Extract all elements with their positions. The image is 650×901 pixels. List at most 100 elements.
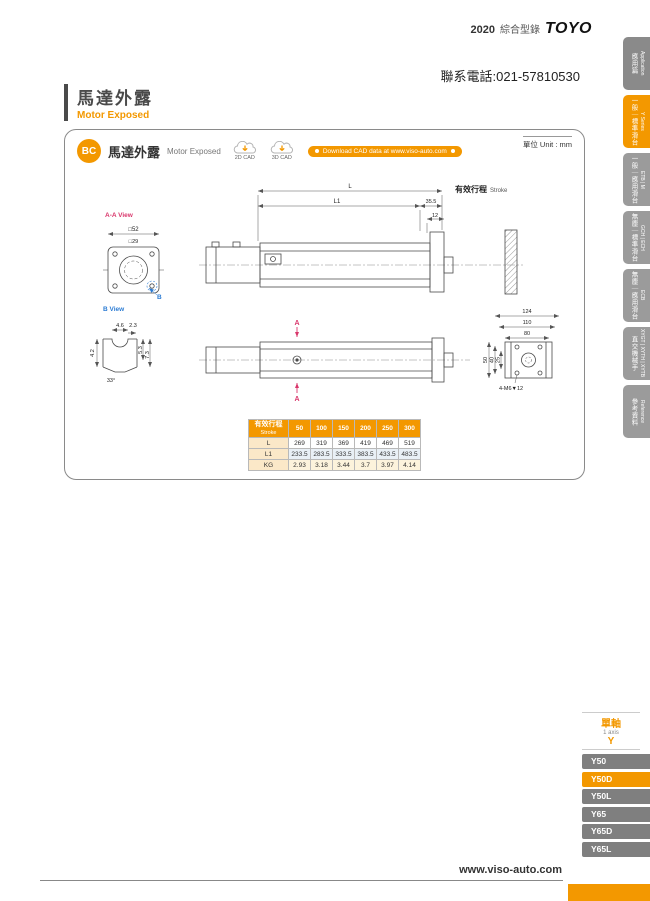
table-row: KG 2.93 3.18 3.44 3.7 3.97 4.14	[248, 459, 421, 471]
pill-dot-icon	[450, 149, 455, 153]
pill-dot-icon	[314, 149, 319, 153]
section-badge: BC	[77, 139, 101, 163]
table-col-header: 200	[354, 419, 377, 438]
tab-label: 無塵｜標準滑台	[630, 213, 637, 262]
aa-view-label: A-A View	[105, 212, 134, 219]
model-list: Y50 Y50D Y50L Y65 Y65D Y65L	[582, 754, 650, 857]
cad-3d-item[interactable]: 3D CAD	[269, 141, 295, 161]
sidebar-tab-gch-ech[interactable]: 無塵｜標準滑台 GCH | ECH	[623, 211, 650, 264]
model-button-y50[interactable]: Y50	[582, 754, 650, 769]
table-col-header: 100	[310, 419, 333, 438]
axis-series-key: Y	[582, 736, 640, 750]
model-button-y65[interactable]: Y65	[582, 806, 650, 822]
table-cell: 3.18	[310, 459, 333, 471]
stroke-header-en: Stroke	[260, 429, 277, 436]
dim-110: 110	[523, 320, 532, 326]
dim-35-5: 35.5	[426, 199, 437, 205]
table-cell: 383.5	[354, 448, 377, 460]
stroke-dimension-table: 有效行程 Stroke 50 100 150 200 250 300 L 269…	[248, 419, 421, 471]
side-view-drawing	[199, 337, 470, 383]
download-cad-text: Download CAD data at www.viso-auto.com	[322, 147, 447, 155]
dim-L: L	[348, 184, 352, 190]
table-cell: 283.5	[310, 448, 333, 460]
model-button-y65l[interactable]: Y65L	[582, 841, 650, 857]
sidebar-tab-xy-robot[interactable]: 直交機械手 XYGT | XYTH | XYTB	[623, 327, 650, 380]
tab-label: 應用篇	[630, 53, 637, 74]
dim-4-6: 4.6	[116, 323, 124, 329]
dim-40: 40	[490, 357, 496, 363]
dim-7-3: 7.3	[145, 351, 151, 359]
end-view-dimension-lines	[487, 314, 559, 384]
row-label: KG	[248, 459, 289, 471]
dim-80: 80	[524, 331, 530, 337]
aa-view-dimension-lines	[108, 232, 159, 296]
page-subtitle: Motor Exposed	[77, 110, 150, 121]
sidebar-tab-reference[interactable]: 參考資料 Reference	[623, 385, 650, 438]
model-button-y50l[interactable]: Y50L	[582, 789, 650, 804]
aa-view-drawing	[103, 246, 164, 294]
b-view-drawing	[102, 338, 138, 373]
dim-4-2: 4.2	[90, 349, 96, 357]
row-label: L	[248, 437, 289, 449]
panel-heading-en: Motor Exposed	[167, 146, 221, 156]
tab-label: 一般｜應用滑台	[630, 155, 637, 204]
table-corner-header: 有效行程 Stroke	[248, 419, 289, 438]
model-button-y65d[interactable]: Y65D	[582, 824, 650, 839]
top-view-dimension-lines	[257, 189, 444, 241]
tab-label: 一般｜標準滑台	[630, 97, 637, 146]
table-cell: 369	[332, 437, 355, 449]
page-title: 馬達外露	[77, 89, 153, 108]
cad-2d-label: 2D CAD	[234, 155, 255, 161]
panel-header: BC 馬達外露 Motor Exposed 2D CAD 3D CAD Down…	[77, 139, 462, 163]
catalog-brand-row: 2020 綜合型錄 TOYO	[470, 20, 592, 38]
catalog-year: 2020	[470, 24, 495, 36]
section-a-label-top: A	[294, 320, 299, 327]
stroke-label-zh: 有效行程	[455, 184, 487, 194]
model-button-y50d[interactable]: Y50D	[582, 771, 650, 787]
table-cell: 4.14	[398, 459, 421, 471]
technical-drawing: L L1 35.5 12 有效行程 Stroke A-A View □52 □2…	[90, 184, 559, 403]
cad-3d-label: 3D CAD	[271, 155, 292, 161]
table-cell: 2.93	[288, 459, 311, 471]
corner-accent-block	[568, 884, 650, 901]
b-arrow-label: B	[157, 294, 162, 301]
tab-label: 無塵｜應用滑台	[630, 271, 637, 320]
catalog-label: 綜合型錄	[499, 25, 540, 36]
axis-label-zh: 單軸	[582, 712, 640, 730]
table-cell: 469	[376, 437, 399, 449]
toyo-logo: TOYO	[544, 20, 592, 37]
tab-sublabel: Y Series	[639, 112, 645, 131]
tab-sublabel: Reference	[639, 399, 645, 424]
category-sidebar: 應用篇 Application 一般｜標準滑台 Y Series 一般｜應用滑台…	[623, 37, 650, 438]
table-cell: 3.7	[354, 459, 377, 471]
table-col-header: 50	[288, 419, 311, 438]
dim-33deg: 33°	[107, 378, 115, 384]
sidebar-tab-y-series[interactable]: 一般｜標準滑台 Y Series	[623, 95, 650, 148]
dim-L1: L1	[334, 199, 341, 205]
stroke-header-zh: 有效行程	[254, 421, 283, 429]
unit-label: 單位 Unit : mm	[522, 136, 572, 150]
sidebar-tab-etb-m[interactable]: 一般｜應用滑台 ETB | M	[623, 153, 650, 206]
dim-12: 12	[432, 213, 438, 219]
cloud-download-icon	[233, 141, 256, 154]
dim-sq52: □52	[128, 227, 139, 233]
table-cell: 233.5	[288, 448, 311, 460]
product-panel: 單位 Unit : mm BC 馬達外露 Motor Exposed 2D CA…	[64, 129, 585, 480]
download-cad-link[interactable]: Download CAD data at www.viso-auto.com	[307, 145, 462, 157]
top-view-drawing	[199, 229, 523, 295]
tab-label: 直交機械手	[630, 336, 637, 371]
table-cell: 269	[288, 437, 311, 449]
sidebar-tab-ecb[interactable]: 無塵｜應用滑台 ECB	[623, 269, 650, 322]
table-cell: 333.5	[332, 448, 355, 460]
dim-25: 25	[496, 357, 502, 363]
cad-2d-item[interactable]: 2D CAD	[232, 141, 258, 161]
table-row: L1 233.5 283.5 333.5 383.5 433.5 483.5	[248, 448, 421, 460]
table-col-header: 300	[398, 419, 421, 438]
dim-sq29: □29	[129, 239, 138, 245]
sidebar-tab-application[interactable]: 應用篇 Application	[623, 37, 650, 90]
table-col-header: 250	[376, 419, 399, 438]
tab-label: 參考資料	[630, 397, 637, 426]
table-cell: 483.5	[398, 448, 421, 460]
table-cell: 319	[310, 437, 333, 449]
footer-divider	[40, 880, 563, 881]
